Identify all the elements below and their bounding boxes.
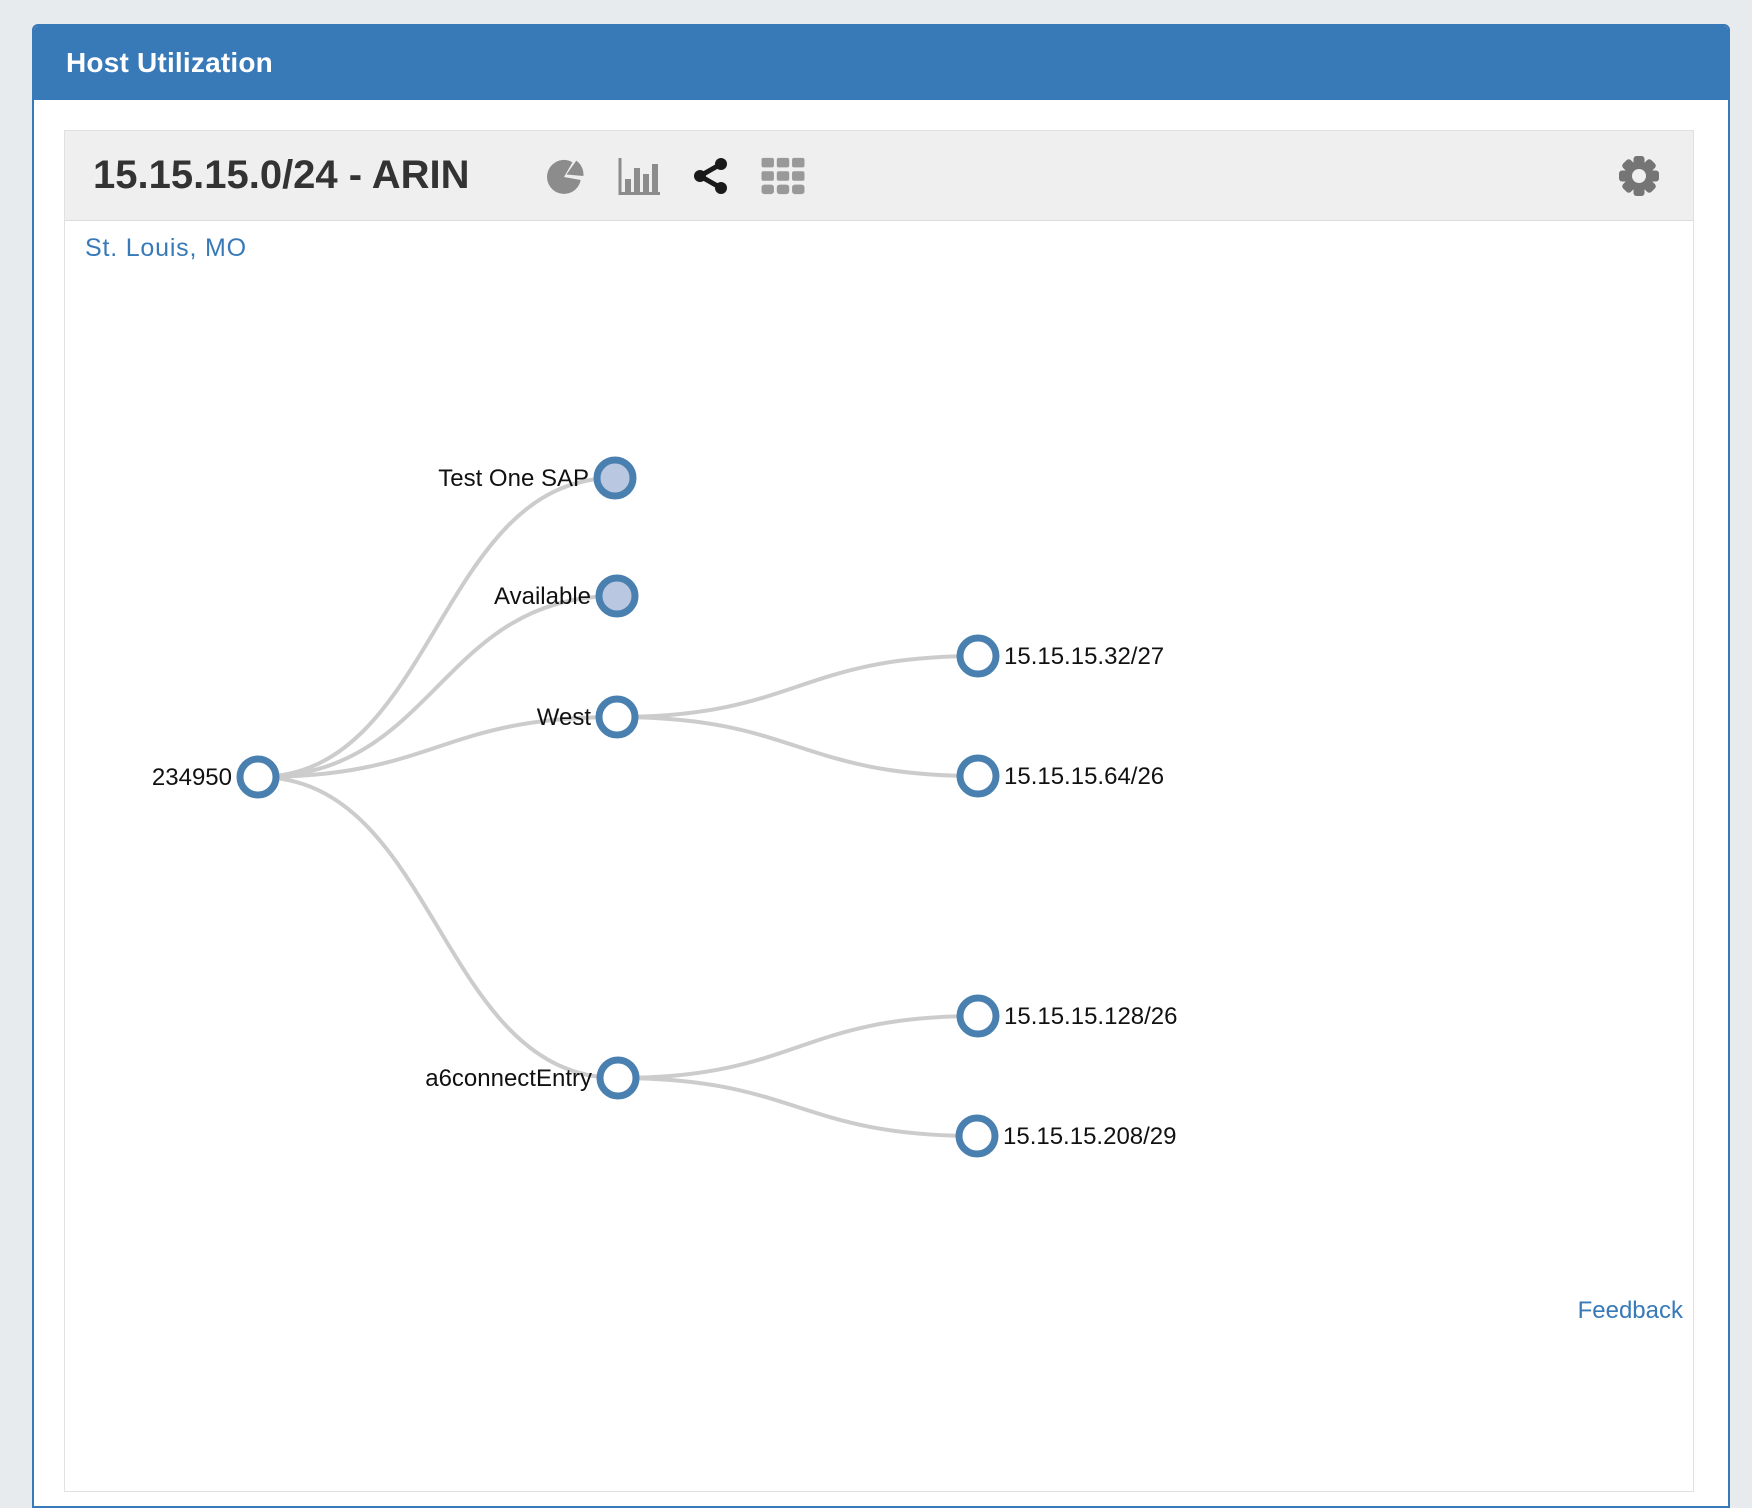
tree-node-available[interactable] <box>595 574 639 618</box>
grid-icon[interactable] <box>760 155 806 197</box>
tree-edge <box>257 594 618 779</box>
location-link[interactable]: St. Louis, MO <box>85 234 247 262</box>
tree-edge <box>257 775 619 1080</box>
tree-node-label-net-208-29: 15.15.15.208/29 <box>1003 1123 1177 1150</box>
tree-node-label-west: West <box>537 704 592 731</box>
utilization-content-box: 15.15.15.0/24 - ARIN <box>64 130 1694 1492</box>
panel-title: Host Utilization <box>66 47 273 78</box>
block-toolbar: 15.15.15.0/24 - ARIN <box>65 131 1693 221</box>
feedback-link[interactable]: Feedback <box>1577 1297 1683 1324</box>
tree-node-net-208-29[interactable] <box>955 1114 999 1158</box>
panel-header: Host Utilization <box>34 26 1728 100</box>
tree-node-net-64-26[interactable] <box>956 754 1000 798</box>
host-utilization-panel: Host Utilization 15.15.15.0/24 - ARIN <box>32 24 1730 1508</box>
tree-edge <box>257 715 618 779</box>
tree-node-test-one-sap[interactable] <box>593 456 637 500</box>
block-title: 15.15.15.0/24 - ARIN <box>93 153 470 197</box>
tree-node-label-a6connectentry: a6connectEntry <box>425 1065 592 1092</box>
tree-node-root[interactable] <box>236 755 280 799</box>
gear-icon[interactable] <box>1615 152 1663 200</box>
pie-chart-icon[interactable] <box>544 155 586 197</box>
view-switcher <box>544 155 806 197</box>
tree-node-label-test-one-sap: Test One SAP <box>438 465 589 492</box>
tree-node-label-available: Available <box>494 583 591 610</box>
tree-node-net-128-26[interactable] <box>956 994 1000 1038</box>
tree-node-west[interactable] <box>595 695 639 739</box>
tree-node-a6connectentry[interactable] <box>596 1056 640 1100</box>
tree-edge <box>617 1076 978 1138</box>
tree-edge <box>616 715 979 778</box>
tree-node-label-net-32-27: 15.15.15.32/27 <box>1004 643 1164 670</box>
tree-node-label-net-128-26: 15.15.15.128/26 <box>1004 1003 1178 1030</box>
bar-chart-icon[interactable] <box>616 155 662 197</box>
tree-node-net-32-27[interactable] <box>956 634 1000 678</box>
tree-edge <box>616 654 979 719</box>
tree-edge <box>257 476 616 779</box>
share-icon[interactable] <box>692 155 730 197</box>
tree-node-label-net-64-26: 15.15.15.64/26 <box>1004 763 1164 790</box>
tree-node-label-root: 234950 <box>152 764 232 791</box>
tree-edge <box>617 1014 979 1080</box>
